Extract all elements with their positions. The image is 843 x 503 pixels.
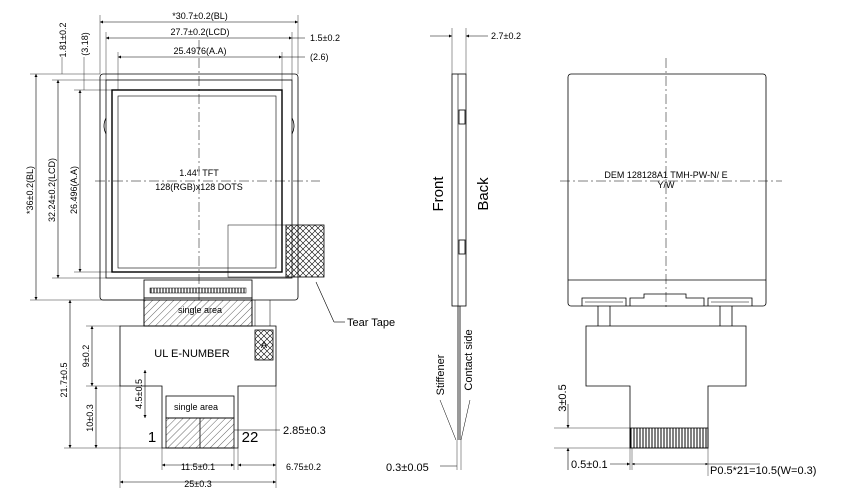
dim-6-75: 6.75±0.2 [286,462,321,472]
dim-aa-width: 25.4976(A.A) [173,46,226,56]
fpc-marking-box [254,329,274,361]
front-label: Front [430,176,447,212]
dim-2-85: 2.85±0.3 [283,425,326,437]
contact-side-label: Contact side [463,329,475,390]
connector-pad-strip [149,287,247,294]
back-view-labels: DEM 128128A1 TMH-PW-N/ E Y/W 3±0.5 0.5±0… [557,170,816,477]
dim-lcd-width: 27.7±0.2(LCD) [171,27,230,37]
stiffener-label: Stiffener [435,354,447,395]
fpc-top-text: single area [178,305,222,315]
dim-21-7: 21.7±0.5 [59,363,69,398]
pin-last: 22 [242,429,259,446]
fpc-label: UL E-NUMBER [154,348,229,360]
dim-11-5: 11.5±0.1 [181,462,215,472]
fpc-side-text: A [261,340,267,350]
pin-first: 1 [148,429,156,446]
dim-aa-height: 26.496(A.A) [69,166,79,214]
dim-top-1-81: 1.81±0.2 [58,23,68,58]
date-code: Y/W [658,180,676,190]
side-clip-top [458,109,466,125]
dim-bl-height: *36±0.2(BL) [25,166,35,214]
part-number: DEM 128128A1 TMH-PW-N/ E [604,170,727,180]
dim-3: 3±0.5 [557,384,569,411]
dim-bl-width: *30.7±0.2(BL) [172,11,227,21]
dim-4-5: 4.5±0.5 [134,379,144,409]
back-fpc-fingers [629,427,709,449]
back-label: Back [475,177,492,211]
dim-0-5: 0.5±0.1 [571,459,608,471]
dim-right-2-6: (2.6) [310,52,329,62]
dim-top-3-18: (3.18) [80,32,90,56]
back-body [567,73,767,307]
tear-tape-label: Tear Tape [347,317,395,329]
screen-line-2: 128(RGB)x128 DOTS [155,182,243,192]
dim-25: 25±0.3 [184,479,211,489]
dim-lcd-height: 32.24±0.2(LCD) [47,158,57,222]
dim-fpc-thickness: 0.3±0.05 [386,462,429,474]
screen-line-1: 1.44" TFT [179,168,219,178]
front-view [30,15,345,488]
fpc-mini-text: single area [174,402,218,412]
side-body [451,73,467,307]
dim-9: 9±0.2 [81,345,91,367]
tear-tape [285,224,325,278]
dim-10: 10±0.3 [85,404,95,431]
dim-thickness: 2.7±0.2 [491,31,521,41]
fpc-top-hatch [143,299,253,327]
front-view-labels: *30.7±0.2(BL) 27.7±0.2(LCD) 25.4976(A.A)… [25,11,395,489]
back-view [554,58,782,476]
dim-right-1-5: 1.5±0.2 [310,33,340,43]
side-clip-bottom [458,239,466,255]
side-view [430,28,488,470]
dim-pitch: P0.5*21=10.5(W=0.3) [710,465,816,477]
side-view-labels: 2.7±0.2 Front Back Stiffener Contact sid… [386,31,521,474]
